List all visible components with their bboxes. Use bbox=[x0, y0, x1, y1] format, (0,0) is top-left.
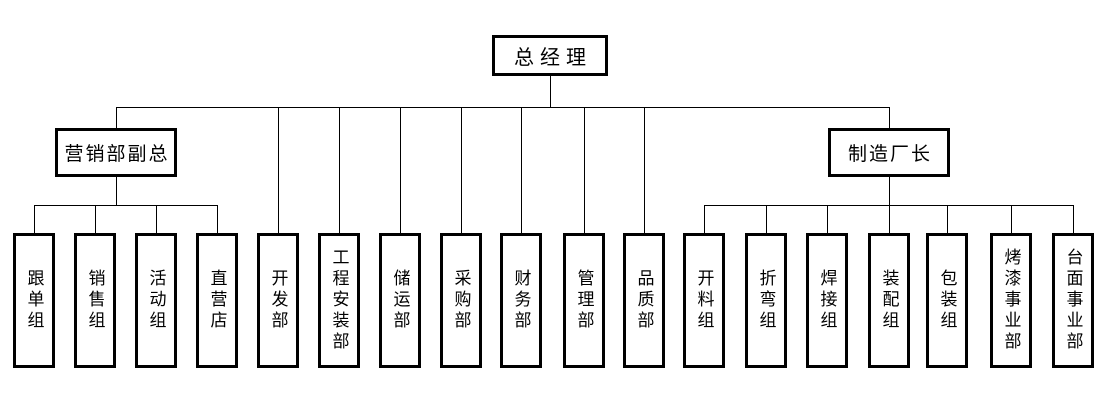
org-leaf-node: 财务部 bbox=[500, 233, 542, 368]
org-leaf-node: 折弯组 bbox=[745, 233, 787, 368]
connector-line bbox=[766, 205, 767, 233]
connector-line bbox=[889, 177, 890, 205]
connector-line bbox=[95, 205, 96, 233]
connector-line bbox=[116, 107, 890, 108]
connector-line bbox=[1073, 205, 1074, 233]
connector-line bbox=[521, 107, 522, 233]
connector-line bbox=[1011, 205, 1012, 233]
connector-line bbox=[644, 107, 645, 233]
org-leaf-node: 管理部 bbox=[563, 233, 605, 368]
org-leaf-node: 储运部 bbox=[379, 233, 421, 368]
connector-line bbox=[217, 205, 218, 233]
org-leaf-node: 品质部 bbox=[623, 233, 665, 368]
connector-line bbox=[400, 107, 401, 233]
org-leaf-node: 开发部 bbox=[257, 233, 299, 368]
connector-line bbox=[278, 107, 279, 233]
connector-line bbox=[584, 107, 585, 233]
org-leaf-node: 采购部 bbox=[440, 233, 482, 368]
connector-line bbox=[34, 205, 218, 206]
org-leaf-node: 装配组 bbox=[868, 233, 910, 368]
connector-line bbox=[116, 177, 117, 205]
connector-line bbox=[827, 205, 828, 233]
org-leaf-node: 包装组 bbox=[926, 233, 968, 368]
org-leaf-node: 台面事业部 bbox=[1052, 233, 1094, 368]
org-leaf-node: 焊接组 bbox=[806, 233, 848, 368]
org-leaf-node: 开料组 bbox=[683, 233, 725, 368]
org-leaf-node: 直营店 bbox=[196, 233, 238, 368]
org-leaf-node: 烤漆事业部 bbox=[990, 233, 1032, 368]
connector-line bbox=[550, 76, 551, 107]
connector-line bbox=[34, 205, 35, 233]
org-node-factory-director: 制造厂长 bbox=[828, 128, 950, 177]
org-leaf-node: 活动组 bbox=[135, 233, 177, 368]
org-node-general-manager: 总经理 bbox=[492, 35, 608, 76]
connector-line bbox=[889, 107, 890, 128]
org-leaf-node: 跟单组 bbox=[13, 233, 55, 368]
connector-line bbox=[889, 205, 890, 233]
org-leaf-node: 工程安装部 bbox=[318, 233, 360, 368]
connector-line bbox=[116, 107, 117, 128]
connector-line bbox=[339, 107, 340, 233]
connector-line bbox=[947, 205, 948, 233]
org-node-marketing-deputy-gm: 营销部副总 bbox=[55, 128, 177, 177]
org-leaf-node: 销售组 bbox=[74, 233, 116, 368]
connector-line bbox=[704, 205, 705, 233]
connector-line bbox=[156, 205, 157, 233]
connector-line bbox=[461, 107, 462, 233]
